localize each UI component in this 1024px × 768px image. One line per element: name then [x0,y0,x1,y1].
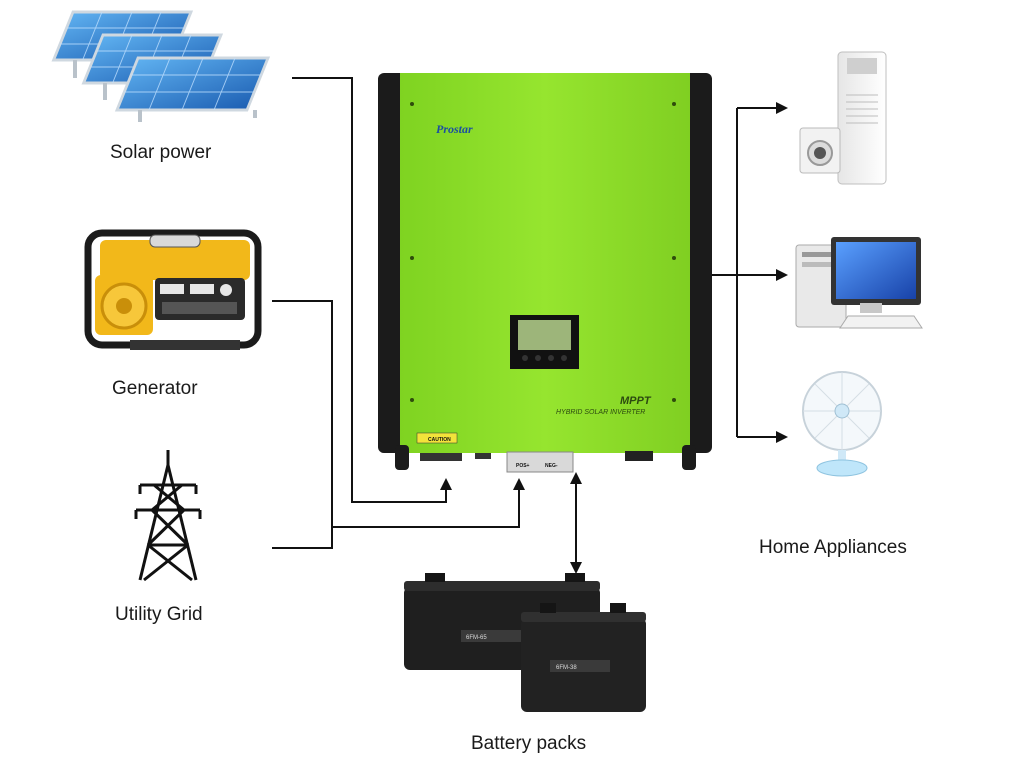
generator-icon [84,229,262,350]
electric-fan-icon [802,371,882,477]
home-appliances-label: Home Appliances [759,537,907,558]
battery-terminal-block [506,451,574,473]
connection-lines [272,77,778,564]
subtitle-text: HYBRID SOLAR INVERTER [556,409,645,416]
air-conditioner-washer-icon [799,51,887,185]
utility-grid-label: Utility Grid [115,604,203,625]
caution-text: CAUTION [428,437,451,443]
arrowheads [440,102,788,574]
terminal-pos-label: POS+ [516,463,530,469]
generator-label: Generator [112,378,198,399]
battery-packs-label: Battery packs [471,733,587,754]
terminal-neg-label: NEG- [545,463,558,469]
solar-panel-icon [51,10,271,122]
utility-grid-tower-icon [134,450,202,582]
solar-power-label: Solar power [110,142,212,163]
brand-logo: Prostar [436,122,473,136]
model-text: MPPT [620,395,652,407]
battery-small-model: 6FM-38 [556,665,577,671]
caution-sticker [416,432,458,444]
hybrid-inverter: Prostar MPPT HYBRID SOLAR INVERTER CAUTI… [378,73,712,473]
battery-large-model: 6FM-65 [466,635,487,641]
desktop-computer-icon [795,237,923,329]
battery-packs-icon: 6FM-65 6FM-38 [404,573,646,712]
